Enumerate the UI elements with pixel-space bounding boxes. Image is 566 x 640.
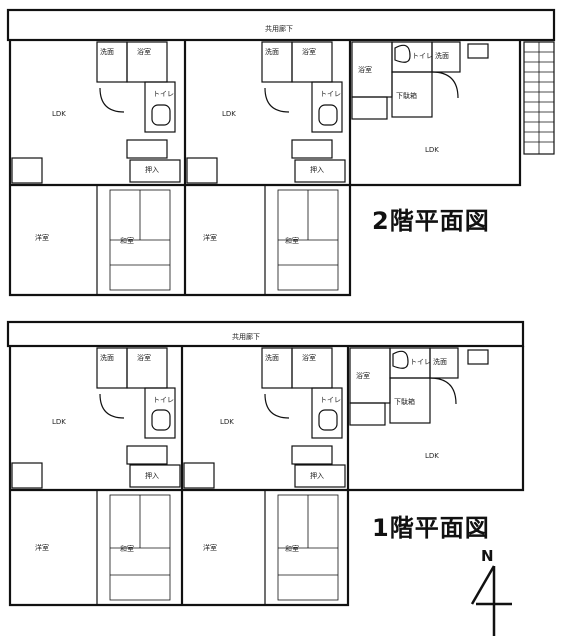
floor1-label-b-western: 洋室: [203, 543, 217, 552]
floor2-label-b-western: 洋室: [203, 233, 217, 242]
floor2-label-a-bath: 浴室: [137, 47, 151, 56]
floor1-label-c-shoes: 下駄箱: [394, 397, 415, 406]
floor1-label-c-bath: 浴室: [356, 371, 370, 380]
floor1-label-a-bath: 浴室: [137, 353, 151, 362]
floor2-label-a-closet: 押入: [145, 165, 159, 174]
floor1-label-c-wash: 洗面: [433, 357, 447, 366]
floor2-label-a-japanese: 和室: [120, 236, 134, 245]
floor1-label-a-closet: 押入: [145, 471, 159, 480]
floor1-label-corridor: 共用廊下: [232, 332, 260, 341]
floor1-label-a-japanese: 和室: [120, 544, 134, 553]
floor2-labels: 共用廊下 LDK 洋室 和室 浴室 トイレ 洗面 押入 LDK 洋室 和室 浴室…: [35, 24, 449, 245]
floor1-label-c-ldk: LDK: [425, 452, 439, 460]
floor2-plan: [6, 8, 556, 297]
floor2-label-b-closet: 押入: [310, 165, 324, 174]
floor2-label-b-japanese: 和室: [285, 236, 299, 245]
floor1-label-a-ldk: LDK: [52, 418, 66, 426]
north-arrow-icon: [470, 565, 512, 636]
floor1-label-b-toilet: トイレ: [320, 396, 341, 404]
floor1-label-b-japanese: 和室: [285, 544, 299, 553]
floor1-label-b-closet: 押入: [310, 471, 324, 480]
floor1-plan: [6, 320, 525, 607]
floor2-outline: [8, 40, 522, 297]
floor2-corridor: [6, 8, 556, 42]
floor2-stair: [523, 41, 555, 155]
floor1-title: 1階平面図: [372, 514, 490, 542]
floor2-title: 2階平面図: [372, 207, 490, 235]
floor1-label-a-toilet: トイレ: [153, 396, 174, 404]
floor2-label-a-wash: 洗面: [100, 47, 114, 56]
floor2-label-a-toilet: トイレ: [153, 90, 174, 98]
floor2-label-corridor: 共用廊下: [265, 24, 293, 33]
floor1-label-b-ldk: LDK: [220, 418, 234, 426]
floor2-label-c-bath: 浴室: [358, 65, 372, 74]
floor2-label-b-ldk: LDK: [222, 110, 236, 118]
floor1-outline: [8, 346, 525, 607]
floor2-label-c-ldk: LDK: [425, 146, 439, 154]
floor1-label-b-wash: 洗面: [265, 353, 279, 362]
floor2-label-c-shoes: 下駄箱: [396, 91, 417, 100]
floor1-label-b-bath: 浴室: [302, 353, 316, 362]
floor2-label-b-wash: 洗面: [265, 47, 279, 56]
floor1-label-a-wash: 洗面: [100, 353, 114, 362]
floor2-label-a-ldk: LDK: [52, 110, 66, 118]
floor1-labels: 共用廊下 LDK 洋室 和室 浴室 トイレ 洗面 押入 LDK 洋室 和室 浴室…: [35, 332, 447, 553]
north-label: N: [481, 547, 494, 565]
floor2-label-b-toilet: トイレ: [320, 90, 341, 98]
floor2-label-c-wash: 洗面: [435, 51, 449, 60]
floor2-label-c-toilet: トイレ: [412, 52, 433, 60]
floor2-label-a-western: 洋室: [35, 233, 49, 242]
floor1-corridor: [6, 320, 525, 348]
floor1-label-a-western: 洋室: [35, 543, 49, 552]
floor1-label-c-toilet: トイレ: [410, 358, 431, 366]
floor2-label-b-bath: 浴室: [302, 47, 316, 56]
